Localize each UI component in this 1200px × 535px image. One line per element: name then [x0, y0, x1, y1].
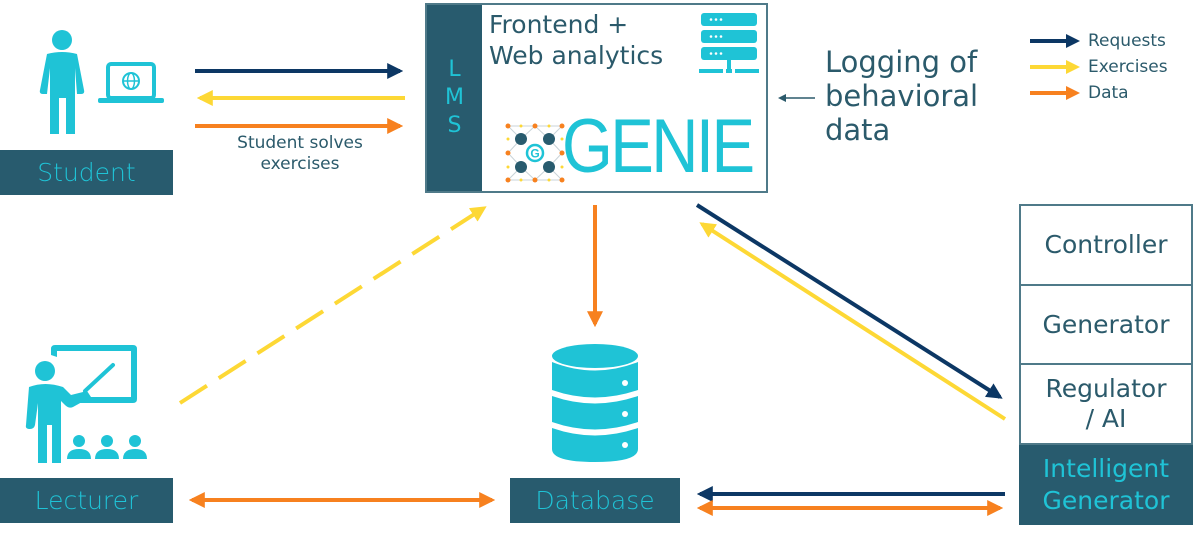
ig-component-controller: Controller — [1019, 204, 1193, 286]
ig-component-regulator: Regulator / AI — [1019, 363, 1193, 445]
lms-title: Frontend + Web analytics — [489, 10, 664, 70]
lms-letter: M — [445, 85, 464, 110]
svg-text:G: G — [530, 147, 539, 161]
lecturer-label: Lecturer — [0, 478, 173, 523]
edge-lecturer-lms-exercises-dashed — [178, 206, 487, 405]
intelligent-generator: Controller Generator Regulator / AI Inte… — [1019, 204, 1193, 525]
data-arrow-icon — [1030, 86, 1080, 100]
student-caption: Student solves exercises — [237, 133, 363, 174]
student-label: Student — [0, 150, 173, 195]
server-icon — [699, 13, 759, 73]
requests-arrow-icon — [1030, 34, 1080, 48]
logging-annotation: Logging of behavioral data — [825, 45, 979, 147]
legend-item-exercises: Exercises — [1030, 54, 1168, 80]
intelligent-generator-label: Intelligent Generator — [1019, 445, 1193, 525]
lms-sidebar: L M S — [427, 5, 482, 191]
database-label: Database — [510, 478, 680, 523]
lms-letter: S — [447, 113, 462, 138]
genie-logo-text: GENIE — [562, 104, 755, 189]
edge-ig-lms-exercises — [699, 222, 1007, 421]
exercises-arrow-icon — [1030, 60, 1080, 74]
database-icon — [552, 344, 638, 462]
lms-letter: L — [448, 57, 461, 82]
lecturer-teaching-icon — [25, 345, 147, 463]
student-with-laptop-icon — [39, 30, 164, 134]
ig-component-generator: Generator — [1019, 284, 1193, 365]
logging-arrowhead — [778, 94, 786, 102]
edge-lms-ig-requests — [695, 203, 1003, 399]
lms-box: L M S Frontend + Web analytics — [425, 3, 768, 193]
genie-network-logo-icon: G — [505, 123, 565, 183]
legend-item-requests: Requests — [1030, 28, 1168, 54]
legend: Requests Exercises Data — [1030, 28, 1168, 106]
legend-item-data: Data — [1030, 80, 1168, 106]
